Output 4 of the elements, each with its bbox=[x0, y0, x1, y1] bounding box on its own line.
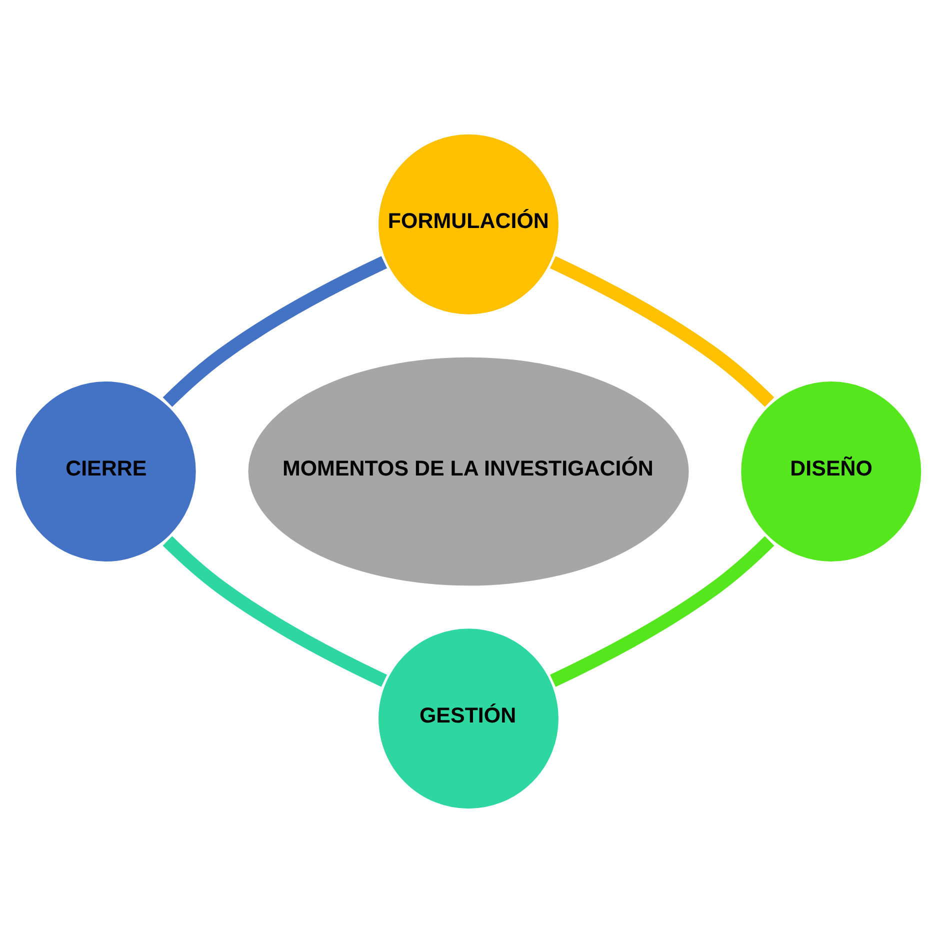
connector bbox=[162, 536, 388, 687]
connector bbox=[550, 536, 774, 687]
connector bbox=[162, 256, 388, 407]
connector bbox=[550, 256, 774, 407]
